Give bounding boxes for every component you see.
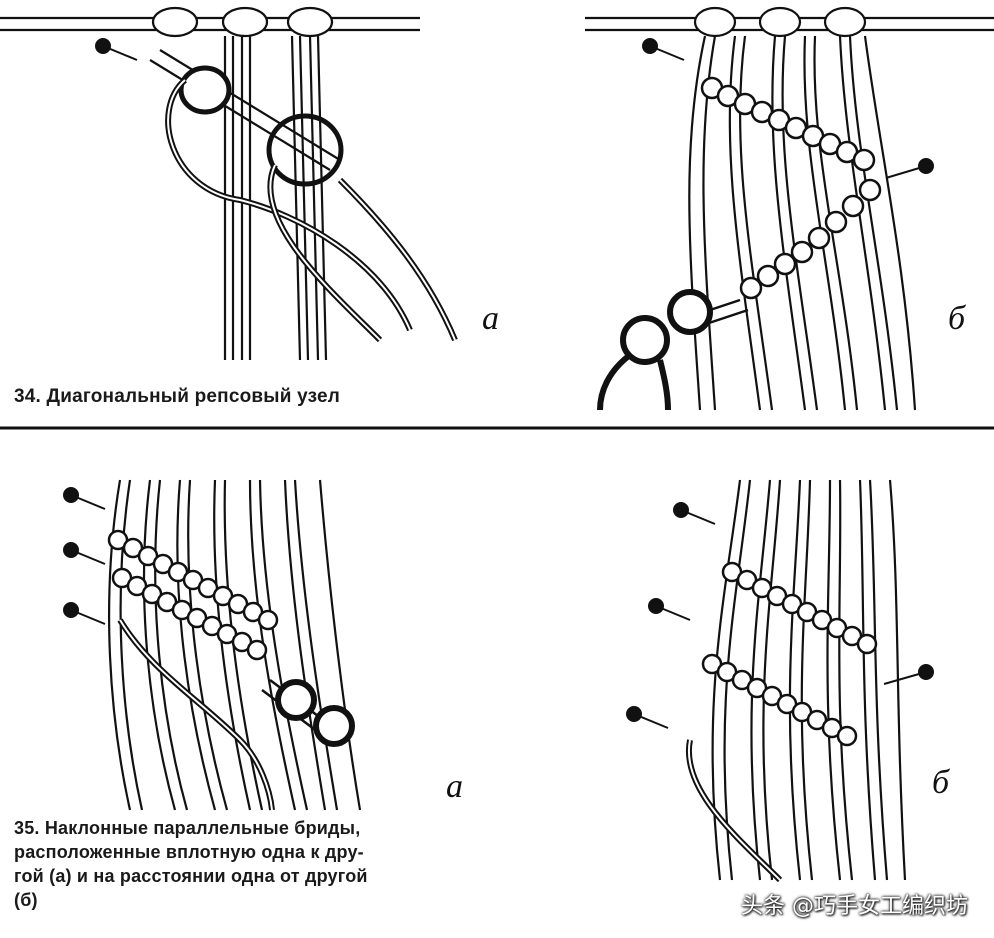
figure-35-panel-a-label: а (446, 768, 463, 805)
figure-35-caption-line: гой (а) и на расстоянии одна от другой (14, 866, 368, 886)
figure-35-caption-line: 35. Наклонные параллельные бриды, (14, 818, 361, 838)
pin-icon (647, 597, 691, 621)
figure-34b-drawing (585, 6, 994, 411)
pin-icon (885, 158, 934, 179)
watermark: 头条 @巧手女工编织坊 (741, 894, 968, 919)
pin-icon (62, 601, 106, 625)
figure-35-caption: 35. Наклонные параллельные бриды, распол… (14, 816, 464, 912)
figure-35b-drawing (685, 479, 907, 883)
pin-icon (641, 37, 685, 61)
pin-icon (94, 37, 138, 61)
figure-34a-drawing (0, 6, 458, 361)
figure-34-caption: 34. Диагональный репсовый узел (14, 386, 341, 407)
mounting-knot (151, 6, 334, 38)
figure-35-caption-line: расположенные вплотную одна к дру- (14, 842, 364, 862)
pin-icon (62, 541, 106, 565)
figure-35-panel-b-label: б (932, 764, 950, 801)
figure-35a-drawing (107, 479, 362, 811)
pin-icon (672, 501, 716, 525)
figure-35-caption-line: (б) (14, 890, 38, 910)
pin-icon (62, 486, 106, 510)
figure-34-panel-b-label: б (948, 300, 966, 337)
figure-34-panel-a-label: а (482, 300, 499, 337)
pin-icon (883, 664, 934, 685)
pin-icon (625, 705, 669, 729)
